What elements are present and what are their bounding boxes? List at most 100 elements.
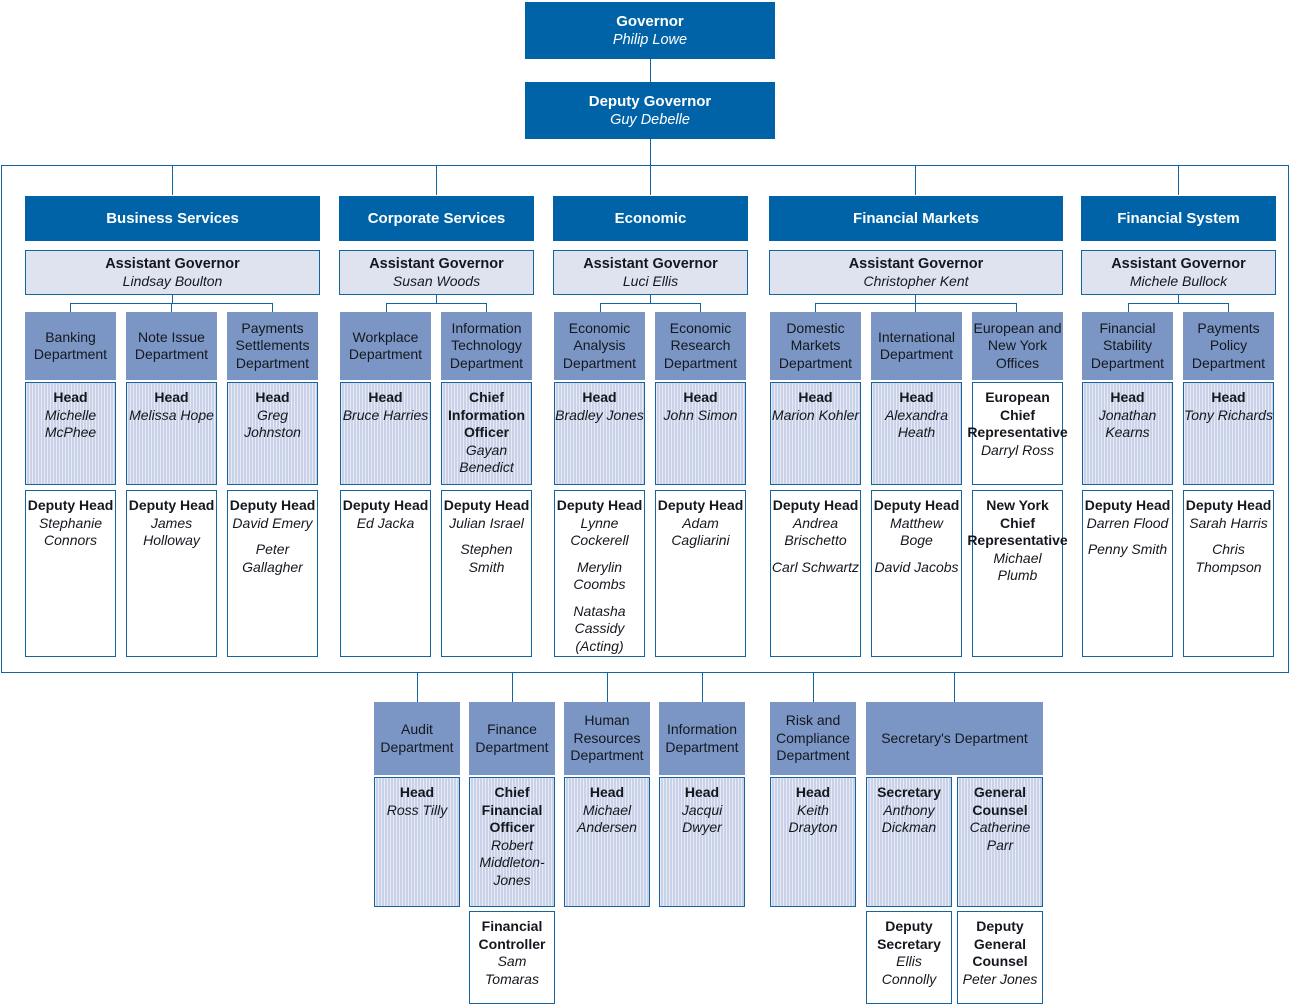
deputy-governor-box[interactable]: Deputy Governor Guy Debelle [525,82,775,139]
connector-ag-fm [915,295,916,303]
connector-bus-cs [386,303,487,304]
deputy-name: Ed Jacka [356,514,415,531]
group-header-economic[interactable]: Economic [553,196,748,241]
head-economic-analysis[interactable]: Head Bradley Jones [554,382,645,485]
deputy-title: Deputy Head [1084,497,1171,513]
group-name: Financial Markets [853,210,979,227]
connector-bs-dept-1 [171,303,172,312]
deputy-head-domestic-markets[interactable]: Deputy Head Andrea Brischetto Carl Schwa… [770,490,861,657]
deputy-head-payments-settlements[interactable]: Deputy Head David Emery Peter Gallagher [227,490,318,657]
deputy-head-financial-stability[interactable]: Deputy Head Darren Flood Penny Smith [1082,490,1173,657]
deputy-name-2: Chris Thompson [1195,541,1262,575]
deputy-title: Deputy Secretary [877,918,941,952]
connector-bus [172,165,1178,166]
assistant-governor-economic[interactable]: Assistant Governor Luci Ellis [553,250,748,295]
deputy-head-payments-policy[interactable]: Deputy Head Sarah Harris Chris Thompson [1183,490,1274,657]
head-name: Gayan Benedict [459,441,514,476]
head-financial-stability[interactable]: Head Jonathan Kearns [1082,382,1173,485]
head-information-technology[interactable]: Chief Information Officer Gayan Benedict [441,382,532,485]
deputy-general-counsel[interactable]: Deputy General Counsel Peter Jones [957,911,1043,1004]
department-risk-compliance[interactable]: Risk and Compliance Department [770,702,856,775]
head-risk-compliance[interactable]: Head Keith Drayton [770,777,856,907]
connector-to-information [702,673,703,702]
head-name: Bruce Harries [342,406,429,423]
deputy-head-international[interactable]: Deputy Head Matthew Boge David Jacobs [871,490,962,657]
head-payments-policy[interactable]: Head Tony Richards [1183,382,1274,485]
head-human-resources[interactable]: Head Michael Andersen [564,777,650,907]
deputy-secretary[interactable]: Deputy Secretary Ellis Connolly [866,911,952,1004]
head-international[interactable]: Head Alexandra Heath [871,382,962,485]
deputy-name-2: Stephen Smith [460,541,513,575]
head-payments-settlements[interactable]: Head Greg Johnston [227,382,318,485]
department-workplace[interactable]: Workplace Department [340,312,431,380]
governor-box[interactable]: Governor Philip Lowe [525,2,775,59]
deputy-head-note-issue[interactable]: Deputy Head James Holloway [126,490,217,657]
head-title: Head [399,784,435,800]
group-header-financial-markets[interactable]: Financial Markets [769,196,1063,241]
department-name: Secretary's Department [881,729,1028,746]
department-human-resources[interactable]: Human Resources Department [564,702,650,775]
connector-ec-dept-1 [700,303,701,312]
department-payments-policy[interactable]: Payments Policy Department [1183,312,1274,380]
deputy-new-york-chief-representative[interactable]: New York Chief Representative Michael Pl… [967,490,1068,657]
department-name: Finance Department [475,721,549,755]
department-note-issue[interactable]: Note Issue Department [126,312,217,380]
group-header-corporate-services[interactable]: Corporate Services [339,196,534,241]
deputy-title: Deputy Head [873,497,960,513]
head-note-issue[interactable]: Head Melissa Hope [126,382,217,485]
head-finance-cfo[interactable]: Chief Financial Officer Robert Middleton… [469,777,555,907]
head-secretary[interactable]: Secretary Anthony Dickman [866,777,952,907]
group-header-business-services[interactable]: Business Services [25,196,320,241]
head-title: Secretary [877,784,941,800]
financial-controller[interactable]: Financial Controller Sam Tomaras [469,911,555,1004]
deputy-title: Deputy Head [342,497,429,513]
deputy-head-information-technology[interactable]: Deputy Head Julian Israel Stephen Smith [441,490,532,657]
head-name: Michelle McPhee [44,406,97,441]
department-european-new-york-offices[interactable]: European and New York Offices [972,312,1063,380]
assistant-governor-financial-system[interactable]: Assistant Governor Michele Bullock [1081,250,1276,295]
department-international[interactable]: International Department [871,312,962,380]
group-name: Financial System [1117,210,1240,227]
department-financial-stability[interactable]: Financial Stability Department [1082,312,1173,380]
head-european-chief-representative[interactable]: European Chief Representative Darryl Ros… [967,382,1068,485]
deputy-title: Deputy Head [229,497,316,513]
deputy-name: Lynne Cockerell [570,514,629,549]
deputy-head-banking[interactable]: Deputy Head Stephanie Connors [25,490,116,657]
department-audit[interactable]: Audit Department [374,702,460,775]
group-name: Corporate Services [367,210,506,227]
deputy-head-economic-analysis[interactable]: Deputy Head Lynne Cockerell Merylin Coom… [554,490,645,657]
head-banking[interactable]: Head Michelle McPhee [25,382,116,485]
department-banking[interactable]: Banking Department [25,312,116,380]
deputy-head-workplace[interactable]: Deputy Head Ed Jacka [340,490,431,657]
department-economic-research[interactable]: Economic Research Department [655,312,746,380]
department-secretarys[interactable]: Secretary's Department [866,702,1043,775]
deputy-name-2: Peter Gallagher [242,541,303,575]
deputy-head-economic-research[interactable]: Deputy Head Adam Cagliarini [655,490,746,657]
head-economic-research[interactable]: Head John Simon [655,382,746,485]
assistant-governor-corporate-services[interactable]: Assistant Governor Susan Woods [339,250,534,295]
head-name: Michael Andersen [577,801,637,836]
head-domestic-markets[interactable]: Head Marion Kohler [770,382,861,485]
department-name: Banking Department [33,328,108,363]
department-name: Financial Stability Department [1090,319,1165,371]
department-finance[interactable]: Finance Department [469,702,555,775]
department-information-technology[interactable]: Information Technology Department [441,312,532,380]
head-general-counsel[interactable]: General Counsel Catherine Parr [957,777,1043,907]
head-audit[interactable]: Head Ross Tilly [374,777,460,907]
group-header-financial-system[interactable]: Financial System [1081,196,1276,241]
assistant-governor-business-services[interactable]: Assistant Governor Lindsay Boulton [25,250,320,295]
head-workplace[interactable]: Head Bruce Harries [340,382,431,485]
head-title: Chief Information Officer [448,389,525,440]
head-name: John Simon [663,406,738,423]
department-domestic-markets[interactable]: Domestic Markets Department [770,312,861,380]
assistant-governor-financial-markets[interactable]: Assistant Governor Christopher Kent [769,250,1063,295]
deputy-governor-name: Guy Debelle [610,112,690,128]
head-information[interactable]: Head Jacqui Dwyer [659,777,745,907]
department-economic-analysis[interactable]: Economic Analysis Department [554,312,645,380]
head-title: Head [1211,389,1246,405]
department-information[interactable]: Information Department [659,702,745,775]
head-title: Head [589,784,625,800]
department-payments-settlements[interactable]: Payments Settlements Department [227,312,318,380]
deputy-name-3: Natasha Cassidy (Acting) [573,602,626,654]
